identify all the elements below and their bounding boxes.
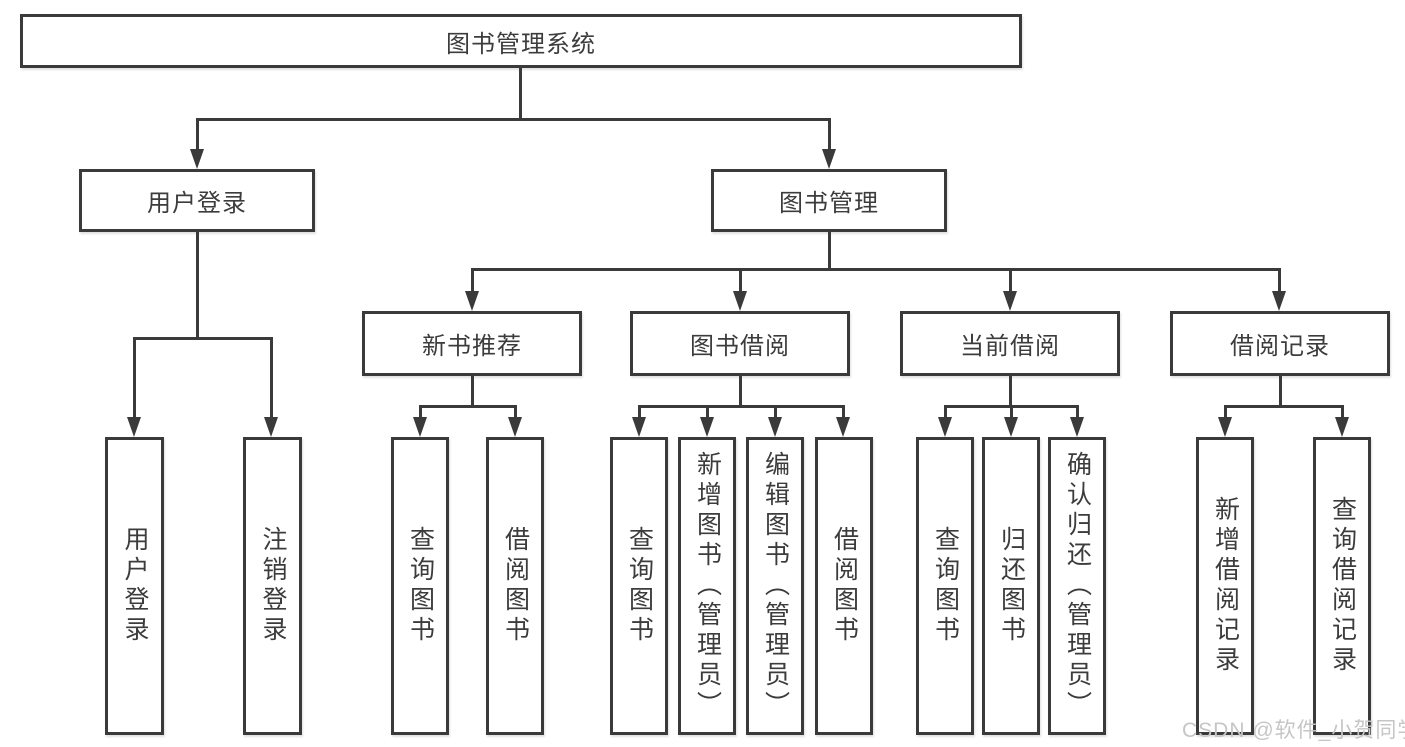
leaf-logout: 注销登录 [243, 437, 302, 735]
leaf-user-login: 用户登录 [105, 437, 164, 735]
node-borrowing-records: 借阅记录 [1170, 311, 1390, 376]
leaf-bb-add-books-admin: 新增图书（管理员） [678, 437, 736, 735]
connector-line [519, 68, 522, 118]
leaf-cb-return-books: 归还图书 [982, 437, 1040, 735]
connector-line [774, 405, 777, 419]
connector-line [842, 405, 845, 419]
node-new-book-recommendation: 新书推荐 [362, 311, 582, 376]
connector-line [828, 232, 831, 268]
connector-line [638, 405, 845, 408]
arrowhead-down-icon [1272, 291, 1286, 311]
connector-line [270, 337, 273, 419]
leaf-br-query-borrow-record: 查询借阅记录 [1313, 437, 1371, 735]
leaf-nbr-borrow-books: 借阅图书 [486, 437, 544, 735]
leaf-bb-borrow-books: 借阅图书 [815, 437, 873, 735]
connector-line [1009, 376, 1012, 405]
node-user-login: 用户登录 [79, 169, 315, 232]
arrowhead-down-icon [768, 417, 782, 437]
connector-line [196, 232, 199, 337]
arrowhead-down-icon [127, 417, 141, 437]
arrowhead-down-icon [938, 417, 952, 437]
arrowhead-down-icon [822, 149, 836, 169]
connector-line [419, 405, 517, 408]
connector-line [196, 118, 831, 121]
connector-line [1009, 268, 1012, 293]
connector-line [419, 405, 422, 419]
leaf-nbr-query-books: 查询图书 [391, 437, 449, 735]
connector-line [196, 118, 199, 151]
node-current-borrowing: 当前借阅 [900, 311, 1120, 376]
connector-line [739, 268, 742, 293]
arrowhead-down-icon [1004, 417, 1018, 437]
arrowhead-down-icon [700, 417, 714, 437]
arrowhead-down-icon [190, 149, 204, 169]
connector-line [706, 405, 709, 419]
connector-line [828, 118, 831, 151]
arrowhead-down-icon [1218, 417, 1232, 437]
arrowhead-down-icon [413, 417, 427, 437]
connector-line [514, 405, 517, 419]
connector-line [638, 405, 641, 419]
arrowhead-down-icon [508, 417, 522, 437]
connector-line [739, 376, 742, 405]
node-book-management: 图书管理 [711, 169, 947, 232]
connector-line [471, 376, 474, 405]
leaf-cb-query-books: 查询图书 [916, 437, 974, 735]
connector-line [471, 268, 474, 293]
arrowhead-down-icon [1070, 417, 1084, 437]
node-book-borrowing: 图书借阅 [630, 311, 850, 376]
leaf-cb-confirm-return-admin: 确认归还（管理员） [1048, 437, 1106, 735]
connector-line [1224, 405, 1227, 419]
connector-line [1224, 405, 1344, 408]
connector-line [1010, 405, 1013, 419]
leaf-br-add-borrow-record: 新增借阅记录 [1196, 437, 1254, 735]
connector-line [944, 405, 947, 419]
arrowhead-down-icon [465, 291, 479, 311]
connector-line [1279, 376, 1282, 405]
arrowhead-down-icon [264, 417, 278, 437]
node-book-management-system: 图书管理系统 [20, 14, 1022, 68]
connector-line [471, 268, 1281, 271]
leaf-bb-edit-books-admin: 编辑图书（管理员） [746, 437, 804, 735]
connector-line [1341, 405, 1344, 419]
arrowhead-down-icon [1335, 417, 1349, 437]
arrowhead-down-icon [632, 417, 646, 437]
connector-line [133, 337, 136, 419]
watermark: CSDN @软件_小贺同学 [1182, 719, 1405, 742]
connector-line [133, 337, 273, 340]
connector-line [1076, 405, 1079, 419]
arrowhead-down-icon [1003, 291, 1017, 311]
connector-line [1278, 268, 1281, 293]
leaf-bb-query-books: 查询图书 [610, 437, 668, 735]
arrowhead-down-icon [836, 417, 850, 437]
arrowhead-down-icon [733, 291, 747, 311]
